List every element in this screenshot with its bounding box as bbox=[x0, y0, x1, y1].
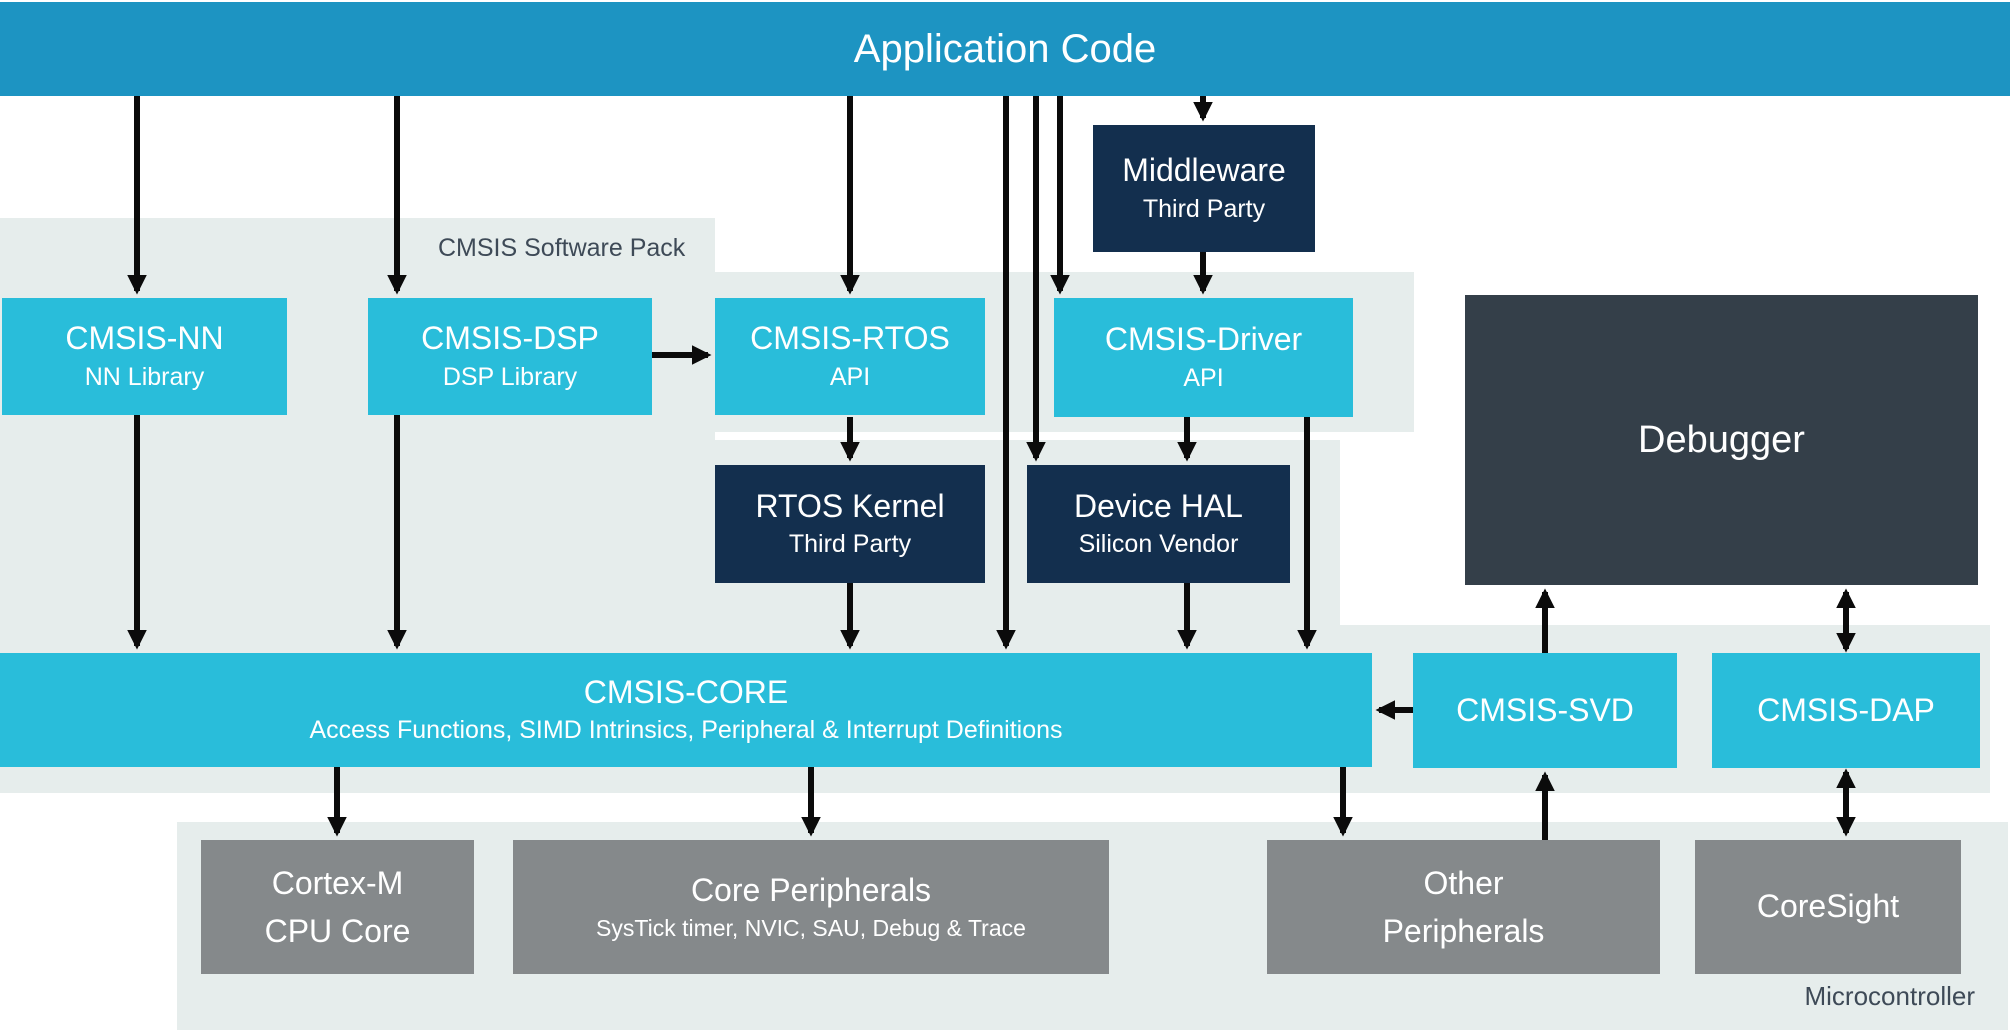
node-cmsis-dsp: CMSIS-DSP DSP Library bbox=[368, 298, 652, 415]
node-coresight: CoreSight bbox=[1695, 840, 1961, 974]
node-cmsis-rtos: CMSIS-RTOS API bbox=[715, 298, 985, 415]
node-title: Device HAL bbox=[1074, 487, 1243, 524]
node-title: CMSIS-CORE bbox=[583, 673, 789, 710]
node-cmsis-driver: CMSIS-Driver API bbox=[1054, 298, 1353, 417]
node-title-line1: Other bbox=[1423, 865, 1504, 901]
node-core-peripherals: Core Peripherals SysTick timer, NVIC, SA… bbox=[513, 840, 1109, 974]
node-cmsis-svd: CMSIS-SVD bbox=[1413, 653, 1677, 768]
node-other-peripherals: Other Peripherals bbox=[1267, 840, 1660, 974]
cmsis-software-pack-label: CMSIS Software Pack bbox=[438, 234, 686, 262]
node-subtitle: API bbox=[829, 362, 871, 391]
node-device-hal: Device HAL Silicon Vendor bbox=[1027, 465, 1290, 583]
node-title: CMSIS-DSP bbox=[421, 320, 599, 356]
node-subtitle: API bbox=[1183, 363, 1224, 392]
node-cortex-m-cpu-core: Cortex-M CPU Core bbox=[201, 840, 474, 974]
node-title: RTOS Kernel bbox=[755, 487, 945, 524]
node-debugger: Debugger bbox=[1465, 295, 1978, 585]
microcontroller-label: Microcontroller bbox=[1804, 981, 1976, 1011]
application-code-label: Application Code bbox=[853, 26, 1157, 71]
application-code-banner: Application Code bbox=[0, 2, 2010, 96]
node-subtitle: Third Party bbox=[788, 530, 912, 559]
node-title-line2: Peripherals bbox=[1382, 913, 1545, 949]
node-title-line2: CPU Core bbox=[264, 913, 411, 949]
node-cmsis-nn: CMSIS-NN NN Library bbox=[2, 298, 287, 415]
node-title: CoreSight bbox=[1756, 888, 1900, 925]
node-title: CMSIS-RTOS bbox=[750, 320, 950, 356]
node-title: Core Peripherals bbox=[690, 871, 932, 908]
node-title: Debugger bbox=[1638, 418, 1805, 461]
node-title: CMSIS-DAP bbox=[1757, 691, 1935, 728]
node-title-line1: Cortex-M bbox=[271, 865, 404, 901]
node-cmsis-core: CMSIS-CORE Access Functions, SIMD Intrin… bbox=[0, 653, 1372, 767]
node-subtitle: NN Library bbox=[84, 362, 205, 391]
node-subtitle: SysTick timer, NVIC, SAU, Debug & Trace bbox=[596, 914, 1026, 941]
node-subtitle: Access Functions, SIMD Intrinsics, Perip… bbox=[309, 716, 1063, 745]
node-title: CMSIS-NN bbox=[65, 320, 224, 356]
node-title: Middleware bbox=[1122, 152, 1286, 188]
node-subtitle: Third Party bbox=[1142, 194, 1266, 223]
node-title: CMSIS-SVD bbox=[1456, 691, 1634, 728]
node-rtos-kernel: RTOS Kernel Third Party bbox=[715, 465, 985, 583]
node-cmsis-dap: CMSIS-DAP bbox=[1712, 653, 1980, 768]
node-middleware: Middleware Third Party bbox=[1093, 125, 1315, 252]
node-subtitle: Silicon Vendor bbox=[1078, 530, 1239, 559]
node-subtitle: DSP Library bbox=[442, 362, 578, 391]
node-title: CMSIS-Driver bbox=[1104, 321, 1303, 357]
